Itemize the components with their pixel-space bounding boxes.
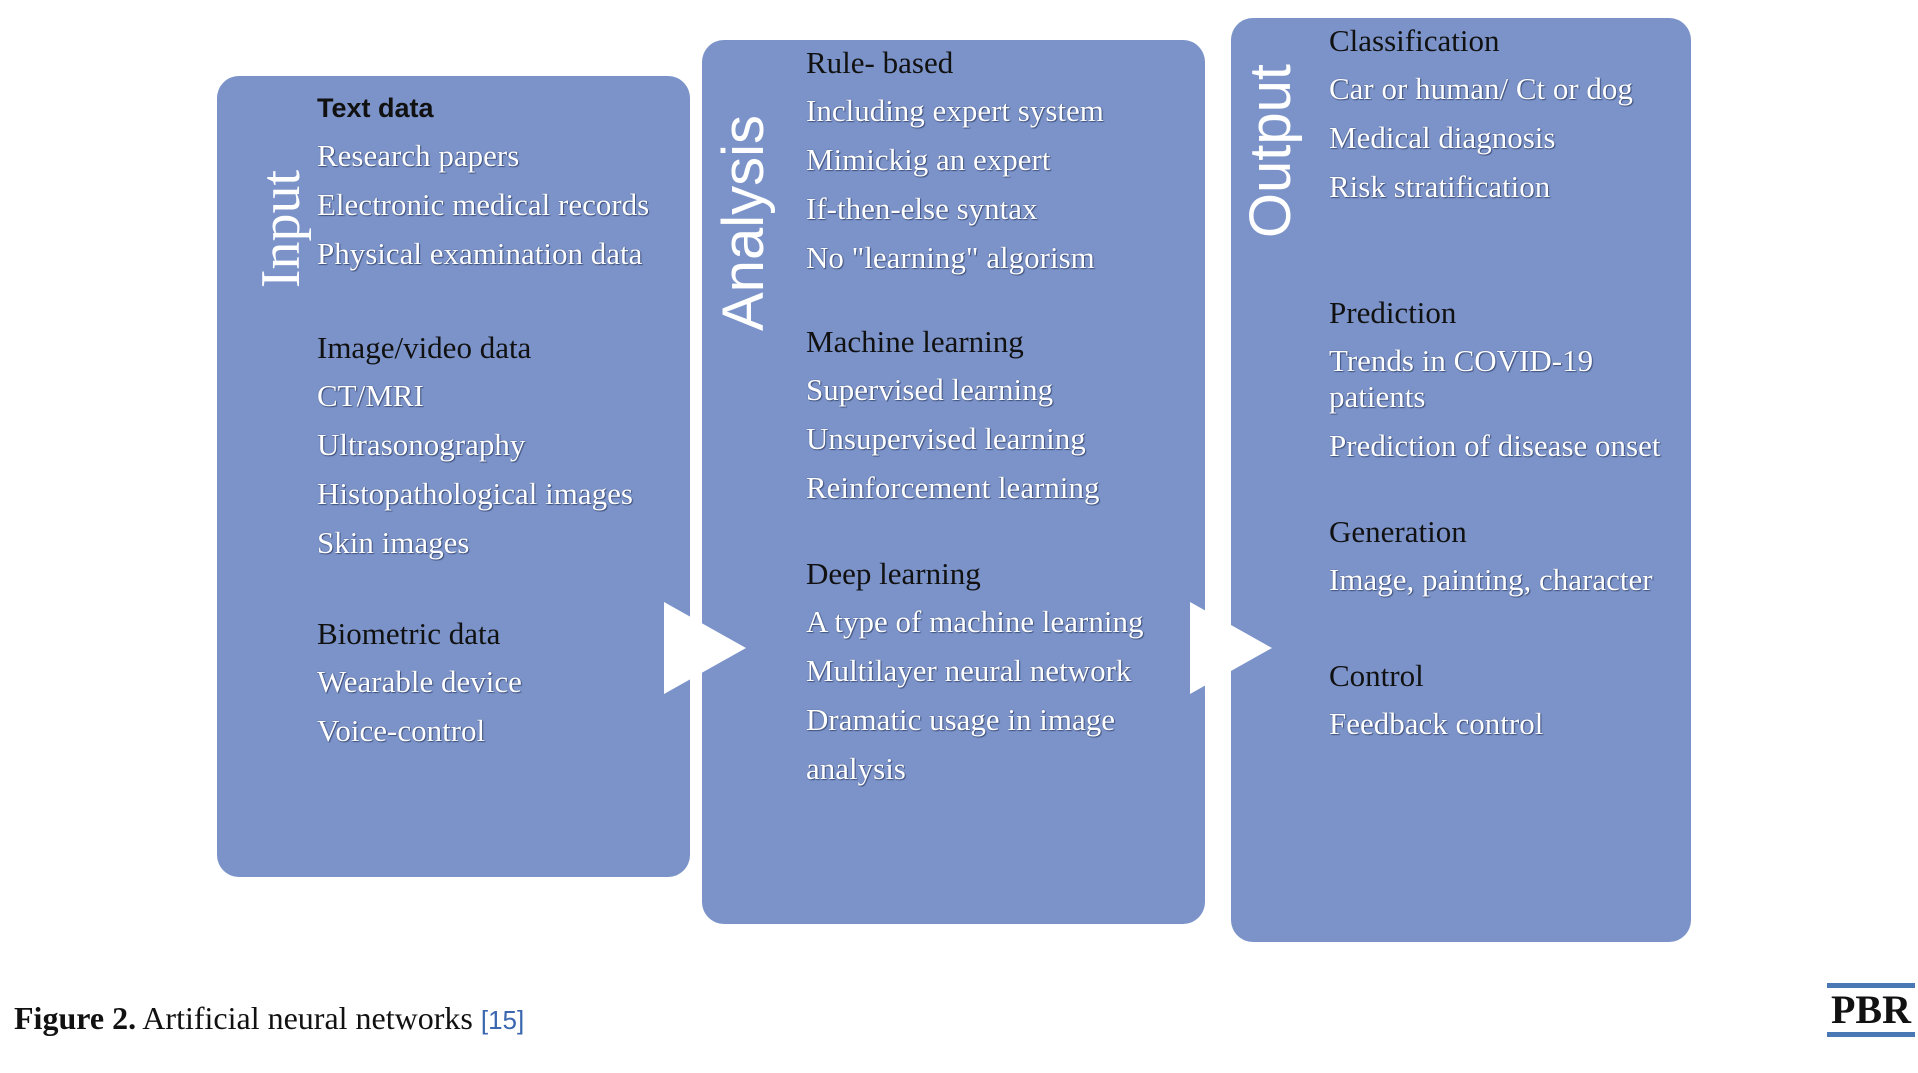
- list-item: Car or human/ Ct or dog: [1329, 71, 1633, 106]
- group-heading: Control: [1329, 658, 1424, 693]
- analysis-panel-content: Rule- based Including expert system Mimi…: [806, 45, 1201, 800]
- list-item: Risk stratification: [1329, 169, 1551, 204]
- list-item: Histopathological images: [317, 476, 633, 511]
- list-item: Trends in COVID-19 patients: [1329, 343, 1594, 414]
- group-heading: Prediction: [1329, 295, 1457, 330]
- citation-link[interactable]: [15]: [480, 1005, 525, 1035]
- list-item: Physical examination data: [317, 236, 643, 271]
- input-group-biometric: Biometric data Wearable device Voice-con…: [317, 616, 677, 749]
- analysis-panel: Analysis Rule- based Including expert sy…: [702, 40, 1205, 924]
- list-item: Reinforcement learning: [806, 470, 1100, 505]
- arrow-shape: [1190, 602, 1272, 694]
- analysis-panel-title: Analysis: [711, 115, 776, 331]
- output-panel: Output Classification Car or human/ Ct o…: [1231, 18, 1691, 942]
- list-item: Dramatic usage in image: [806, 702, 1116, 737]
- output-group-generation: Generation Image, painting, character: [1329, 514, 1689, 598]
- analysis-group-dl: Deep learning A type of machine learning…: [806, 556, 1201, 787]
- analysis-group-ml: Machine learning Supervised learning Uns…: [806, 324, 1201, 506]
- list-item: Electronic medical records: [317, 187, 650, 222]
- group-heading: Classification: [1329, 23, 1500, 58]
- caption-text: Artificial neural networks: [136, 1000, 481, 1036]
- list-item: Feedback control: [1329, 706, 1544, 741]
- arrow-shape: [664, 602, 746, 694]
- logo-bar-top: [1827, 983, 1915, 988]
- group-heading: Image/video data: [317, 330, 532, 365]
- list-item: Including expert system: [806, 93, 1104, 128]
- input-panel-content: Text data Research papers Electronic med…: [317, 81, 677, 762]
- arrow-analysis-to-output: [1190, 602, 1272, 694]
- group-heading: Machine learning: [806, 324, 1024, 359]
- list-item: analysis: [806, 751, 906, 786]
- list-item: Image, painting, character: [1329, 562, 1653, 597]
- list-item: Medical diagnosis: [1329, 120, 1556, 155]
- list-item: Mimickig an expert: [806, 142, 1051, 177]
- list-item: If-then-else syntax: [806, 191, 1038, 226]
- list-item: Ultrasonography: [317, 427, 526, 462]
- group-heading: Biometric data: [317, 616, 501, 651]
- analysis-group-rule: Rule- based Including expert system Mimi…: [806, 45, 1201, 276]
- figure-caption: Figure 2. Artificial neural networks [15…: [14, 1000, 524, 1037]
- list-item: No "learning" algorism: [806, 240, 1095, 275]
- list-item: A type of machine learning: [806, 604, 1144, 639]
- output-panel-title: Output: [1238, 63, 1303, 239]
- list-item: Prediction of disease onset: [1329, 428, 1661, 463]
- group-heading: Rule- based: [806, 45, 954, 80]
- output-group-classification: Classification Car or human/ Ct or dog M…: [1329, 23, 1689, 205]
- input-panel-title: Input: [250, 169, 312, 289]
- list-item: Skin images: [317, 525, 470, 560]
- list-item: Research papers: [317, 138, 520, 173]
- output-group-prediction: Prediction Trends in COVID-19 patients P…: [1329, 295, 1689, 464]
- group-heading: Deep learning: [806, 556, 981, 591]
- group-heading: Generation: [1329, 514, 1467, 549]
- output-group-control: Control Feedback control: [1329, 658, 1689, 742]
- group-heading: Text data: [317, 93, 434, 123]
- list-item: Wearable device: [317, 664, 522, 699]
- list-item: Multilayer neural network: [806, 653, 1132, 688]
- list-item: Unsupervised learning: [806, 421, 1086, 456]
- logo-text: PBR: [1831, 987, 1911, 1032]
- journal-logo: PBR: [1827, 983, 1915, 1037]
- input-group-image: Image/video data CT/MRI Ultrasonography …: [317, 330, 677, 561]
- output-panel-content: Classification Car or human/ Ct or dog M…: [1329, 23, 1689, 755]
- caption-label: Figure 2.: [14, 1000, 137, 1036]
- list-item: Supervised learning: [806, 372, 1054, 407]
- list-item: CT/MRI: [317, 378, 424, 413]
- arrow-input-to-analysis: [664, 602, 746, 694]
- input-panel: Input Text data Research papers Electron…: [217, 76, 690, 877]
- input-group-text: Text data Research papers Electronic med…: [317, 90, 677, 272]
- logo-bar-bottom: [1827, 1032, 1915, 1037]
- list-item: Voice-control: [317, 713, 486, 748]
